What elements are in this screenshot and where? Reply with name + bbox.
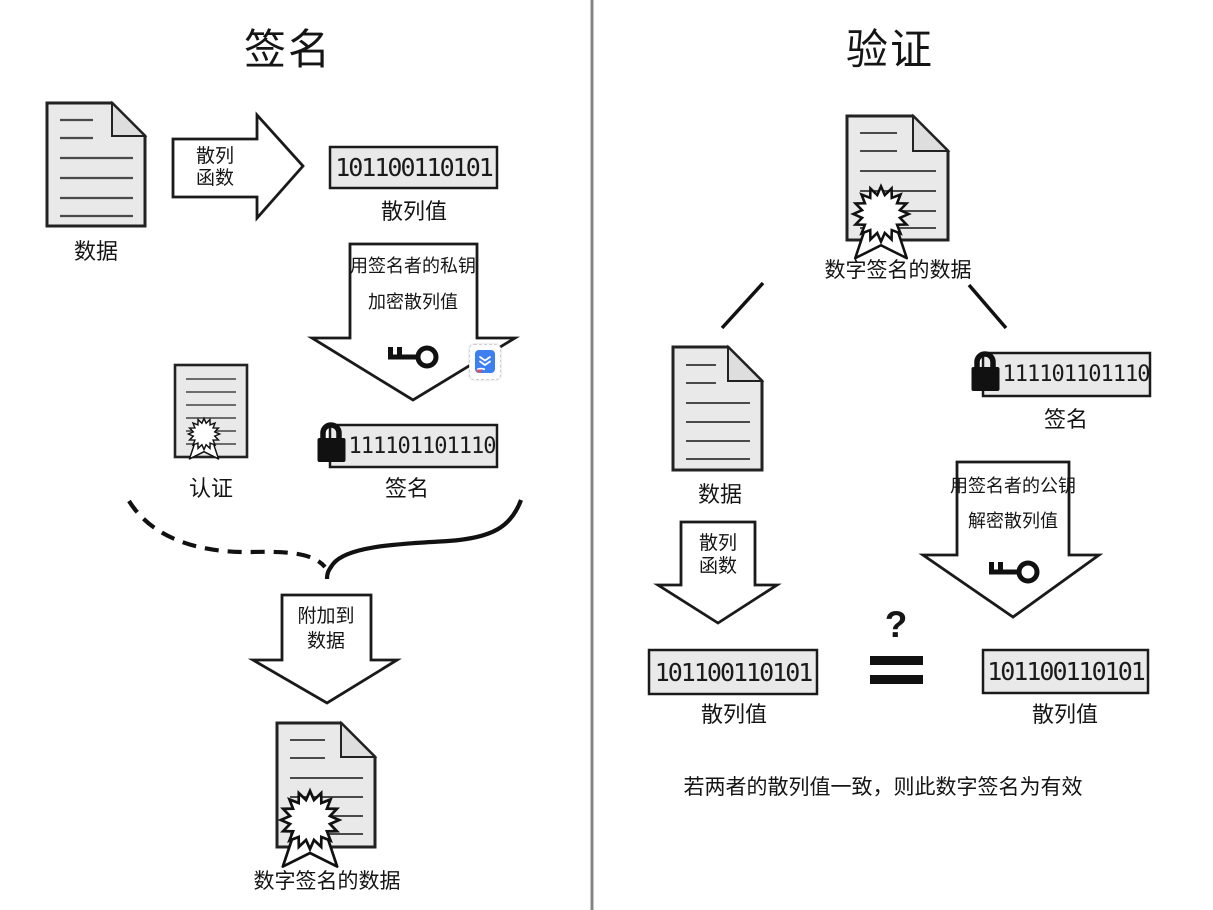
hash-value-box-right-left [647,648,819,696]
hash-value: 101100110101 [335,152,494,182]
certificate-document-icon [173,363,249,460]
signed-document-icon [275,720,378,868]
signature-value-right: 111101101110 [1002,362,1151,387]
conclusion-text: 若两者的散列值一致，则此数字签名为有效 [683,776,1083,799]
right-panel-title: 验证 [845,26,934,73]
seal-icon [279,789,341,868]
hash-value-label-right-right: 散列值 [1031,702,1098,727]
decrypt-arrow [918,460,1104,619]
append-arrow-label-line1: 附加到 [297,606,355,627]
data-doc-label: 数据 [73,239,118,264]
seal-icon [852,185,910,260]
encrypt-arrow-label-line2: 加密散列值 [368,292,458,312]
data-document-icon [45,100,148,228]
equals-sign [870,656,923,684]
decrypt-arrow-label-line2: 解密散列值 [968,511,1058,531]
hash-value-label: 散列值 [380,199,447,224]
signed-data-label: 数字签名的数据 [253,870,401,893]
cert-label: 认证 [188,476,233,501]
hash-function-arrow-right [653,520,782,625]
blue-book-icon [475,350,495,373]
split-connector-left [720,281,765,330]
cert-merge-curve-dashed [127,499,327,569]
hash-value-right-left: 101100110101 [654,657,814,687]
append-arrow [247,593,402,705]
signature-box [328,423,499,469]
hash-fn-arrow-label-line1: 散列 [195,146,234,167]
hash-fn-arrow-label-line2: 函数 [195,168,234,189]
split-connector-right [967,283,1008,330]
signature-label-right: 签名 [1043,407,1088,432]
signed-data-label-right: 数字签名的数据 [824,259,972,282]
data-doc-label-right: 数据 [697,482,742,507]
hash-value-right-right: 101100110101 [987,657,1146,686]
decrypt-arrow-label-line1: 用签名者的公钥 [950,476,1076,496]
hash-fn-arrow-right-label-line1: 散列 [698,533,737,554]
data-document-icon-right [671,344,765,472]
hash-value-box [328,145,499,190]
signature-merge-curve [324,499,523,580]
encrypt-arrow [307,242,520,402]
question-mark: ? [884,604,908,645]
hash-fn-arrow-right-label-line2: 函数 [698,556,737,577]
hash-function-arrow [171,111,305,222]
watermark-app-icon[interactable] [469,344,501,380]
append-arrow-label-line2: 数据 [306,631,345,652]
hash-value-label-right-left: 散列值 [700,702,767,727]
encrypt-arrow-label-line1: 用签名者的私钥 [350,256,476,276]
signature-label: 签名 [384,476,429,501]
signature-value: 111101101110 [348,433,497,459]
hash-value-box-right-right [981,648,1150,695]
signed-document-icon-right [845,113,951,260]
left-panel-title: 签名 [243,26,332,73]
